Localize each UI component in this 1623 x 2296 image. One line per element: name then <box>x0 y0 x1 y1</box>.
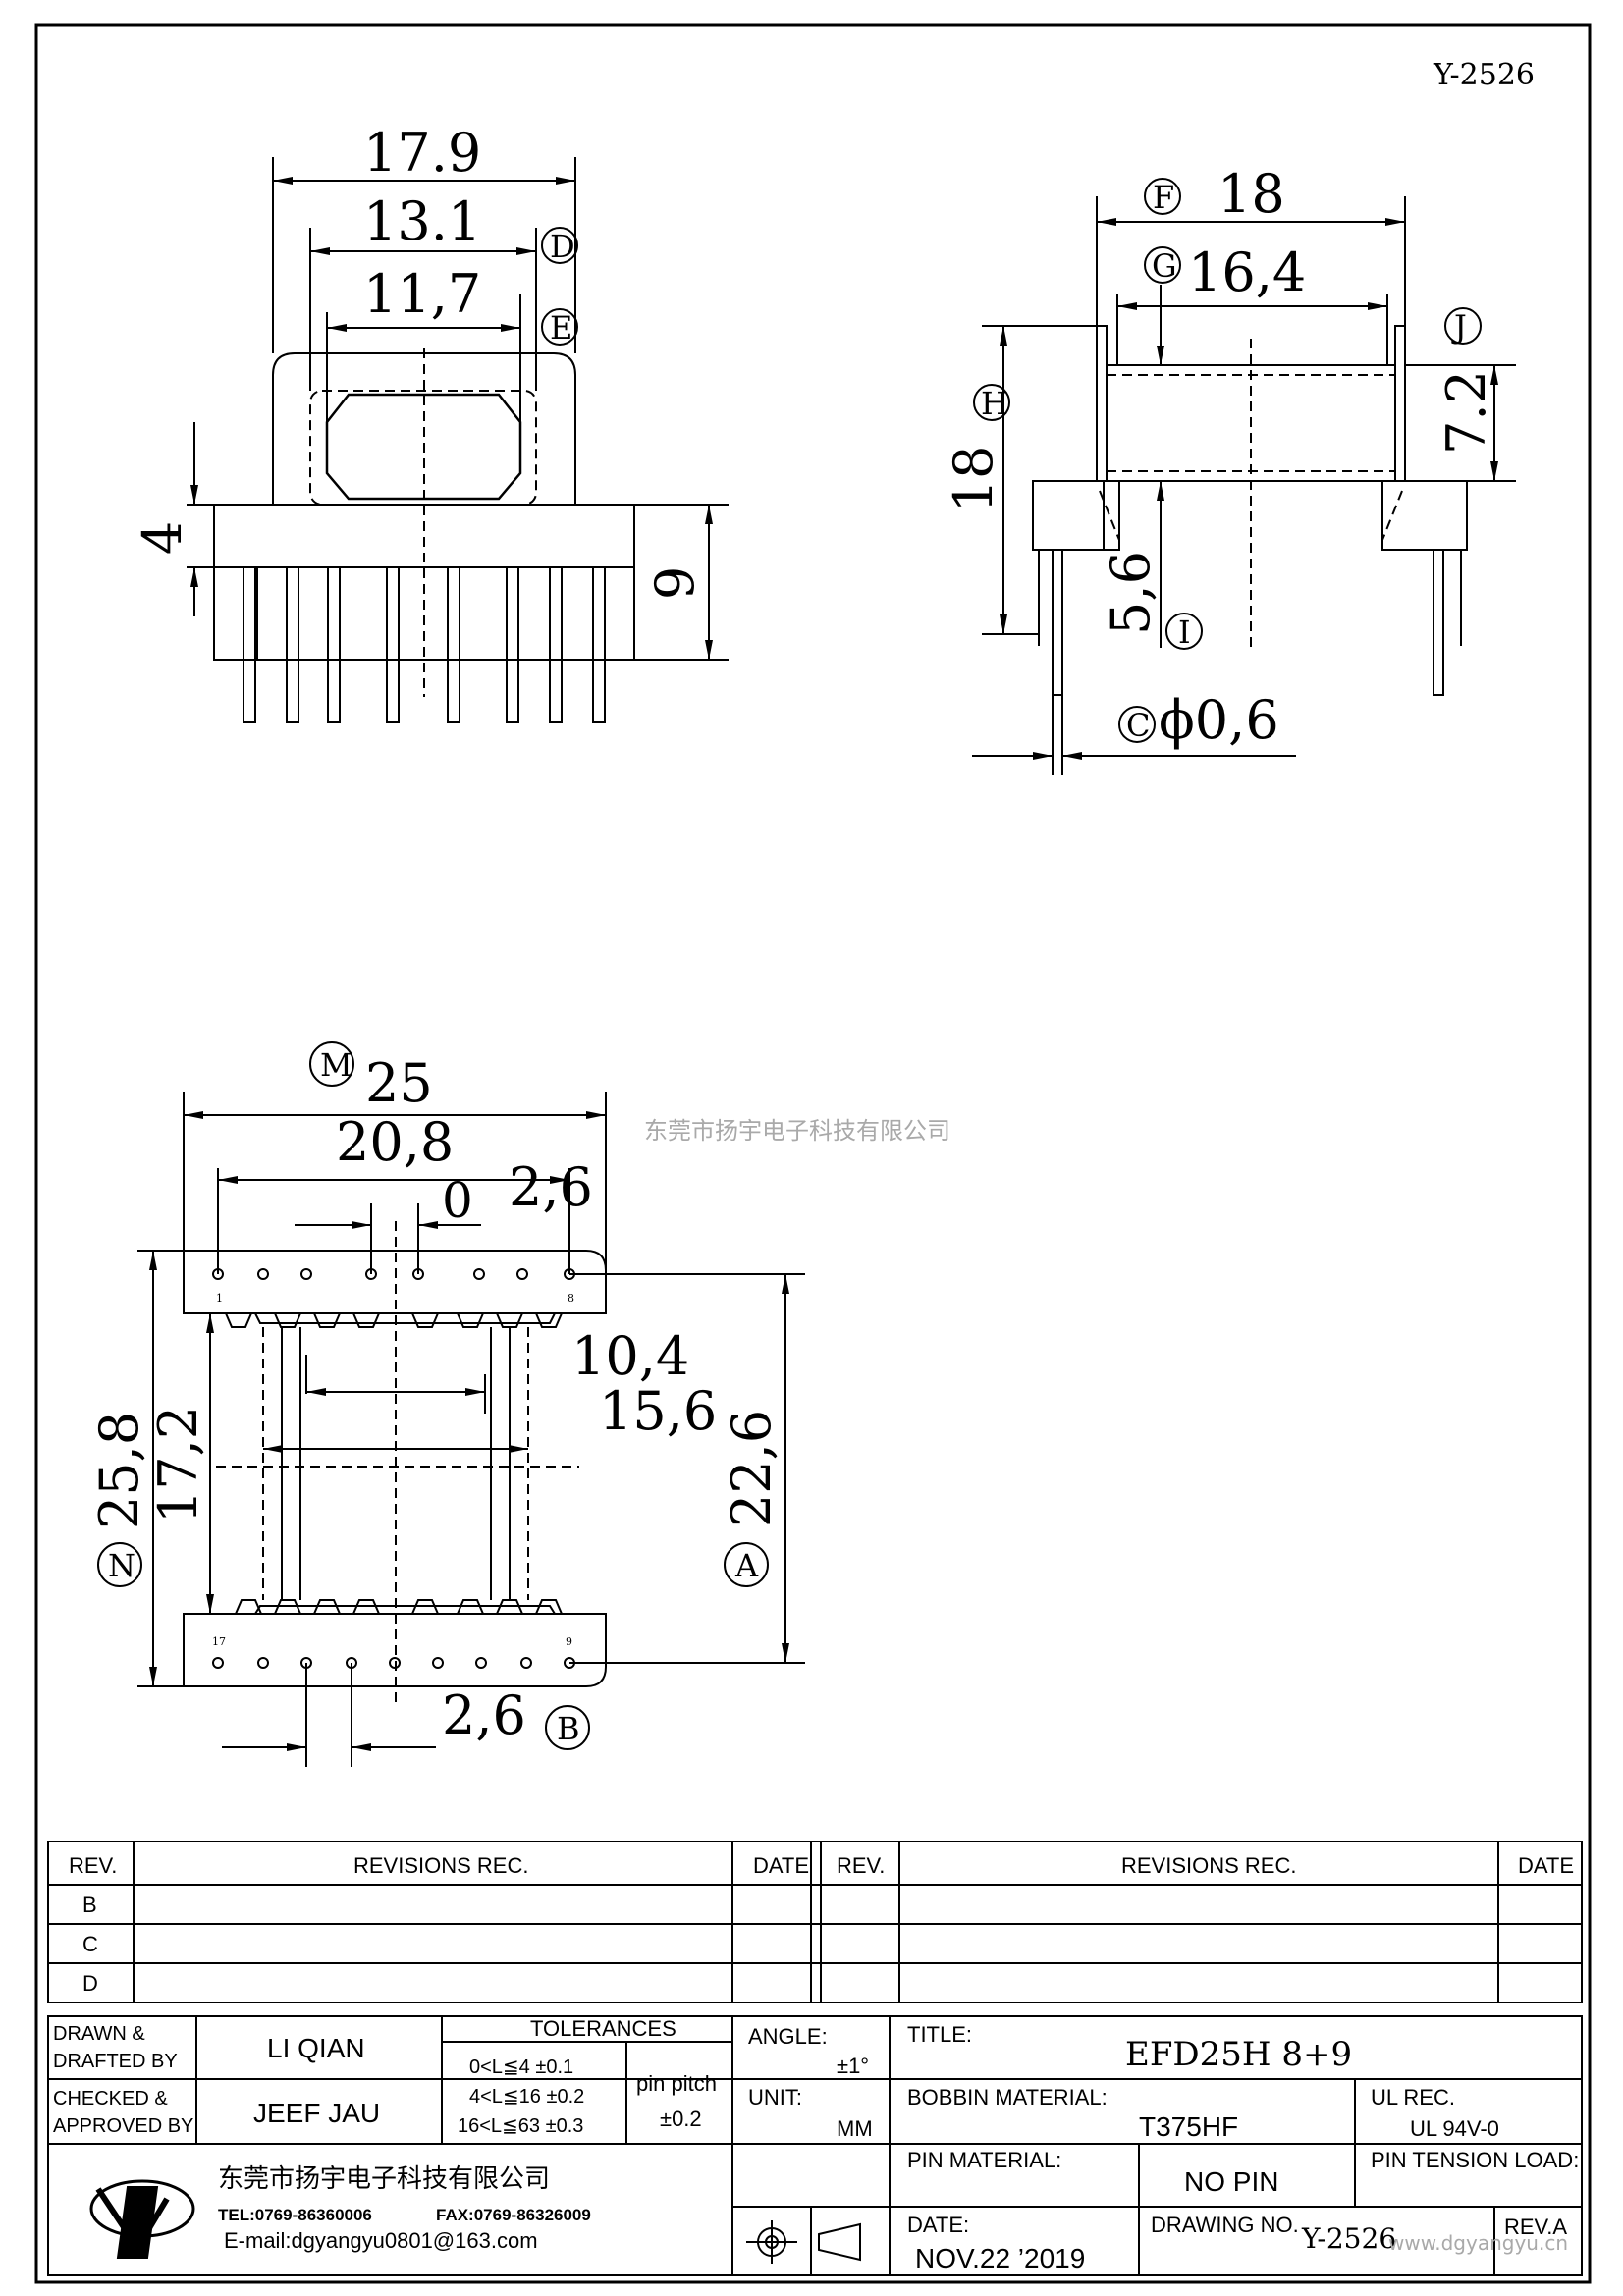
dim-4: 4 <box>132 521 193 555</box>
dim-17-2: 17,2 <box>147 1406 209 1523</box>
ul-rec-label: UL REC. <box>1371 2085 1455 2109</box>
company-name: 东莞市扬宇电子科技有限公司 <box>218 2164 550 2194</box>
sheet-border <box>34 23 1592 2284</box>
angle-value: ±1° <box>837 2054 869 2078</box>
tolerance-2: 4<L≦16 ±0.2 <box>469 2086 584 2108</box>
date-value: NOV.22 ’2019 <box>915 2243 1085 2273</box>
label-H: H <box>981 385 1008 422</box>
title-label: TITLE: <box>907 2022 972 2047</box>
rec-header-left: REVISIONS REC. <box>353 1853 528 1878</box>
pin-label-8: 8 <box>568 1292 574 1305</box>
rev-header-right: REV. <box>837 1853 885 1878</box>
dim-25-8: 25,8 <box>88 1412 150 1529</box>
unit-value: MM <box>837 2116 873 2141</box>
title-block <box>47 2015 1583 2276</box>
dim-7-2: 7.2 <box>1435 370 1497 454</box>
rev-header-left: REV. <box>69 1853 117 1878</box>
front-view <box>187 157 729 723</box>
dim-2-6-top: 2,6 <box>509 1156 593 1218</box>
drawn-name: LI QIAN <box>267 2033 365 2063</box>
checked-label-2: APPROVED BY <box>53 2115 193 2137</box>
pin-pitch-value: ±0.2 <box>660 2107 702 2131</box>
rev-a: REV.A <box>1504 2215 1567 2239</box>
label-M: M <box>320 1046 352 1084</box>
label-E-circle <box>541 308 578 346</box>
dim-2-6-bottom: 2,6 <box>442 1684 526 1746</box>
company-email: E-mail:dgyangyu0801@163.com <box>224 2228 538 2253</box>
title-value: EFD25H 8+9 <box>1125 2035 1352 2074</box>
drawn-label-1: DRAWN & <box>53 2023 145 2045</box>
pin-label-9: 9 <box>566 1635 572 1648</box>
bobbin-material-value: T375HF <box>1139 2111 1238 2142</box>
bottom-view <box>97 1041 805 1767</box>
rev-row-b: B <box>82 1893 97 1917</box>
checked-name: JEEF JAU <box>253 2098 380 2128</box>
company-logo <box>89 2179 195 2259</box>
pin-tension-label: PIN TENSION LOAD: <box>1371 2148 1579 2172</box>
drawing-no-value: Y-2526 <box>1301 2222 1396 2255</box>
dim-16-4: 16,4 <box>1188 241 1306 303</box>
tolerance-3: 16<L≦63 ±0.3 <box>458 2115 583 2137</box>
dim-18-top: 18 <box>1217 163 1285 225</box>
watermark-company: 东莞市扬宇电子科技有限公司 <box>644 1117 950 1145</box>
company-tel: TEL:0769-86360006 <box>218 2206 372 2224</box>
label-B: B <box>557 1710 580 1747</box>
date-label: DATE: <box>907 2213 969 2237</box>
dim-15-6: 15,6 <box>599 1380 717 1442</box>
pin-material-value: NO PIN <box>1184 2166 1278 2197</box>
label-G: G <box>1152 247 1177 285</box>
company-fax: FAX:0769-86326009 <box>436 2206 591 2224</box>
ul-rec-value: UL 94V-0 <box>1410 2116 1499 2141</box>
pin-label-17: 17 <box>212 1635 226 1648</box>
revisions-labels: REV. REVISIONS REC. DATE REV. REVISIONS … <box>69 1853 1574 1996</box>
dim-17-9: 17.9 <box>363 122 481 184</box>
dim-10-4: 10,4 <box>571 1325 689 1387</box>
label-F: F <box>1153 179 1174 216</box>
checked-label-1: CHECKED & <box>53 2088 168 2109</box>
projection-symbol-cone <box>818 2222 861 2262</box>
dim-9: 9 <box>644 566 706 600</box>
bottom-view-labels: 25 20,8 0 2,6 10,4 15,6 25,8 17,2 22,6 2… <box>88 1046 783 1747</box>
side-view <box>972 178 1516 775</box>
dim-0: 0 <box>442 1172 473 1229</box>
drawing-no-label: DRAWING NO. <box>1151 2213 1299 2237</box>
rev-row-d: D <box>82 1971 98 1996</box>
dim-20-8: 20,8 <box>336 1111 454 1173</box>
watermark-url: www.dgyangyu.cn <box>1388 2231 1568 2255</box>
pin-pitch-label: pin pitch <box>636 2071 717 2096</box>
label-N: N <box>108 1547 135 1584</box>
dim-phi: ϕ0,6 <box>1159 689 1279 751</box>
revisions-table <box>47 1841 1583 2003</box>
dim-5-6: 5,6 <box>1100 551 1162 635</box>
pin-label-1: 1 <box>216 1292 223 1305</box>
tolerances-title: TOLERANCES <box>530 2016 676 2041</box>
side-view-labels: 18 16,4 18 7.2 5,6 ϕ0,6 F G H I J C <box>943 163 1497 751</box>
dim-13-1: 13.1 <box>363 190 481 252</box>
date-header-right: DATE <box>1518 1853 1574 1878</box>
drawing-id-top: Y-2526 <box>1433 58 1535 92</box>
pin-material-label: PIN MATERIAL: <box>907 2148 1061 2172</box>
label-C: C <box>1126 707 1150 744</box>
front-view-labels: 17.9 13.1 11,7 D E 4 9 <box>132 122 706 600</box>
label-D-circle <box>541 227 578 264</box>
label-A: A <box>734 1547 759 1584</box>
bobbin-material-label: BOBBIN MATERIAL: <box>907 2085 1108 2109</box>
label-E: E <box>550 309 572 347</box>
dim-25: 25 <box>365 1052 433 1114</box>
unit-label: UNIT: <box>748 2085 802 2109</box>
dim-18-left: 18 <box>943 446 1004 513</box>
dim-22-6: 22,6 <box>721 1410 783 1527</box>
rec-header-right: REVISIONS REC. <box>1121 1853 1296 1878</box>
drawn-label-2: DRAFTED BY <box>53 2051 178 2072</box>
rev-row-c: C <box>82 1932 98 1956</box>
date-header-left: DATE <box>753 1853 809 1878</box>
title-block-labels: DRAWN & DRAFTED BY LI QIAN CHECKED & APP… <box>53 2016 1579 2273</box>
label-I: I <box>1178 614 1191 651</box>
label-J: J <box>1451 308 1467 346</box>
dim-11-7: 11,7 <box>363 263 481 325</box>
tolerance-1: 0<L≦4 ±0.1 <box>469 2056 573 2078</box>
angle-label: ANGLE: <box>748 2024 828 2049</box>
label-D: D <box>550 228 575 265</box>
